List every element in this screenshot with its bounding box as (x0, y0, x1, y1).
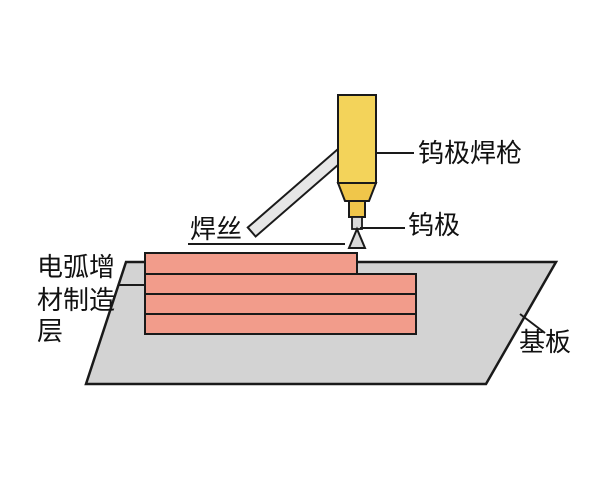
label-layer-line3: 层 (37, 317, 63, 347)
tungsten-torch (336, 94, 378, 249)
torch-nozzle (348, 200, 366, 218)
deposit-layer-4 (144, 313, 417, 335)
deposit-layer-3 (144, 293, 417, 315)
label-wire: 焊丝 (190, 215, 242, 245)
torch-body (337, 94, 377, 184)
substrate-leader (519, 313, 546, 334)
label-torch: 钨极焊枪 (418, 139, 522, 169)
label-layer-line1: 电弧增 (37, 253, 115, 283)
deposit-layers (144, 252, 417, 335)
deposit-layer-2 (144, 273, 417, 295)
label-layer-line2: 材制造 (37, 286, 115, 316)
label-electrode: 钨极 (408, 211, 460, 241)
filler-wire (246, 142, 354, 238)
electrode-tip (347, 226, 367, 249)
filler-wire-body (246, 142, 354, 238)
deposit-layer-1 (144, 252, 358, 275)
torch-collet (336, 182, 378, 202)
label-substrate: 基板 (519, 328, 571, 358)
